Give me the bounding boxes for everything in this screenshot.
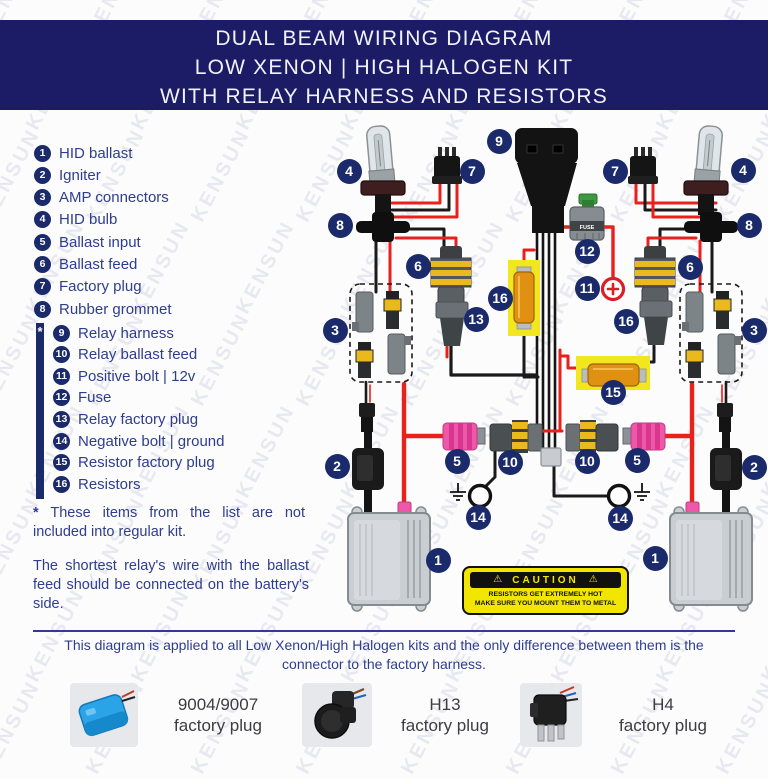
caution-title: CAUTION	[512, 574, 579, 586]
title-line-3: WITH RELAY HARNESS AND RESISTORS	[160, 85, 608, 108]
caution-text-line1: RESISTORS GET EXTREMELY HOT	[488, 591, 603, 598]
ballast-feed-right	[634, 246, 676, 308]
hid-bulb-left	[366, 125, 396, 184]
plug-type: factory plug	[174, 716, 262, 735]
ground-bolt-right	[606, 483, 650, 509]
warning-icon: ⚠	[588, 574, 598, 585]
footer-divider	[33, 630, 735, 632]
resistor-right	[581, 363, 647, 387]
hid-bulb-base-left	[360, 180, 406, 215]
plug-name: 9004/9007	[177, 695, 259, 714]
positive-bolt	[600, 276, 626, 302]
plug-9004-label: 9004/9007 factory plug	[158, 694, 278, 736]
ground-bolt-left	[450, 483, 493, 509]
title-bar: DUAL BEAM WIRING DIAGRAM LOW XENON | HIG…	[0, 20, 768, 110]
resistor-left	[513, 266, 535, 330]
hid-bulb-right	[693, 125, 723, 184]
relay-ballast-feed-right	[565, 420, 619, 453]
resistor-plug-connector-right	[639, 300, 673, 345]
plug-9004-illustration	[78, 690, 136, 737]
note-not-included-text: These items from the list are not includ…	[33, 505, 305, 540]
plug-name: H4	[652, 695, 674, 714]
hid-ballast-left	[347, 501, 431, 612]
caution-header: ⚠ CAUTION ⚠	[470, 572, 621, 588]
title-line-1: DUAL BEAM WIRING DIAGRAM	[215, 27, 553, 50]
footer-note: This diagram is applied to all Low Xenon…	[20, 636, 748, 674]
plug-type: factory plug	[619, 716, 707, 735]
note-not-included: * These items from the list are not incl…	[33, 504, 305, 542]
plug-type: factory plug	[401, 716, 489, 735]
footer-note-line1: This diagram is applied to all Low Xenon…	[64, 637, 704, 653]
ballast-input-left	[442, 422, 486, 451]
caution-text-line2: MAKE SURE YOU MOUNT THEM TO METAL	[474, 600, 617, 607]
amp-connectors-left	[349, 283, 413, 383]
plug-h4-illustration	[530, 686, 579, 742]
plug-h4-label: H4 factory plug	[603, 694, 723, 736]
amp-connectors-right	[679, 283, 743, 383]
note-shortest-wire: The shortest relay's wire with the balla…	[33, 557, 309, 614]
plug-9004-image	[70, 683, 138, 747]
fuse-label: FUSE	[580, 225, 595, 231]
asterisk-marker: *	[33, 505, 39, 521]
harness-end-connector	[540, 447, 562, 467]
plug-h13-label: H13 factory plug	[385, 694, 505, 736]
factory-plug-right	[628, 147, 658, 184]
caution-label: ⚠ CAUTION ⚠ RESISTORS GET EXTREMELY HOT …	[462, 566, 629, 615]
plug-name: H13	[429, 695, 461, 714]
asterisk-marker: *	[37, 324, 43, 339]
plug-h13-illustration	[314, 687, 367, 739]
plug-h13-image	[302, 683, 372, 747]
optional-items-bracket: *	[36, 323, 44, 499]
rubber-grommet-left	[356, 212, 410, 242]
relay-ballast-feed-left	[489, 420, 543, 453]
factory-plug-left	[432, 147, 462, 184]
fuse: FUSE	[569, 193, 605, 241]
igniter-left	[352, 403, 384, 514]
relay-harness	[515, 128, 578, 233]
plug-h4-image	[520, 683, 582, 747]
igniter-right	[710, 403, 742, 514]
ballast-input-right	[622, 422, 666, 451]
warning-icon: ⚠	[493, 574, 503, 585]
hid-bulb-base-right	[683, 180, 729, 215]
hid-ballast-right	[669, 501, 753, 612]
rubber-grommet-right	[684, 212, 738, 242]
footer-note-line2: connector to the factory harness.	[282, 656, 486, 672]
note-shortest-wire-text: The shortest relay's wire with the balla…	[33, 558, 309, 612]
ballast-feed-left	[430, 246, 472, 308]
relay-factory-plug	[435, 301, 469, 346]
title-line-2: LOW XENON | HIGH HALOGEN KIT	[194, 56, 574, 79]
